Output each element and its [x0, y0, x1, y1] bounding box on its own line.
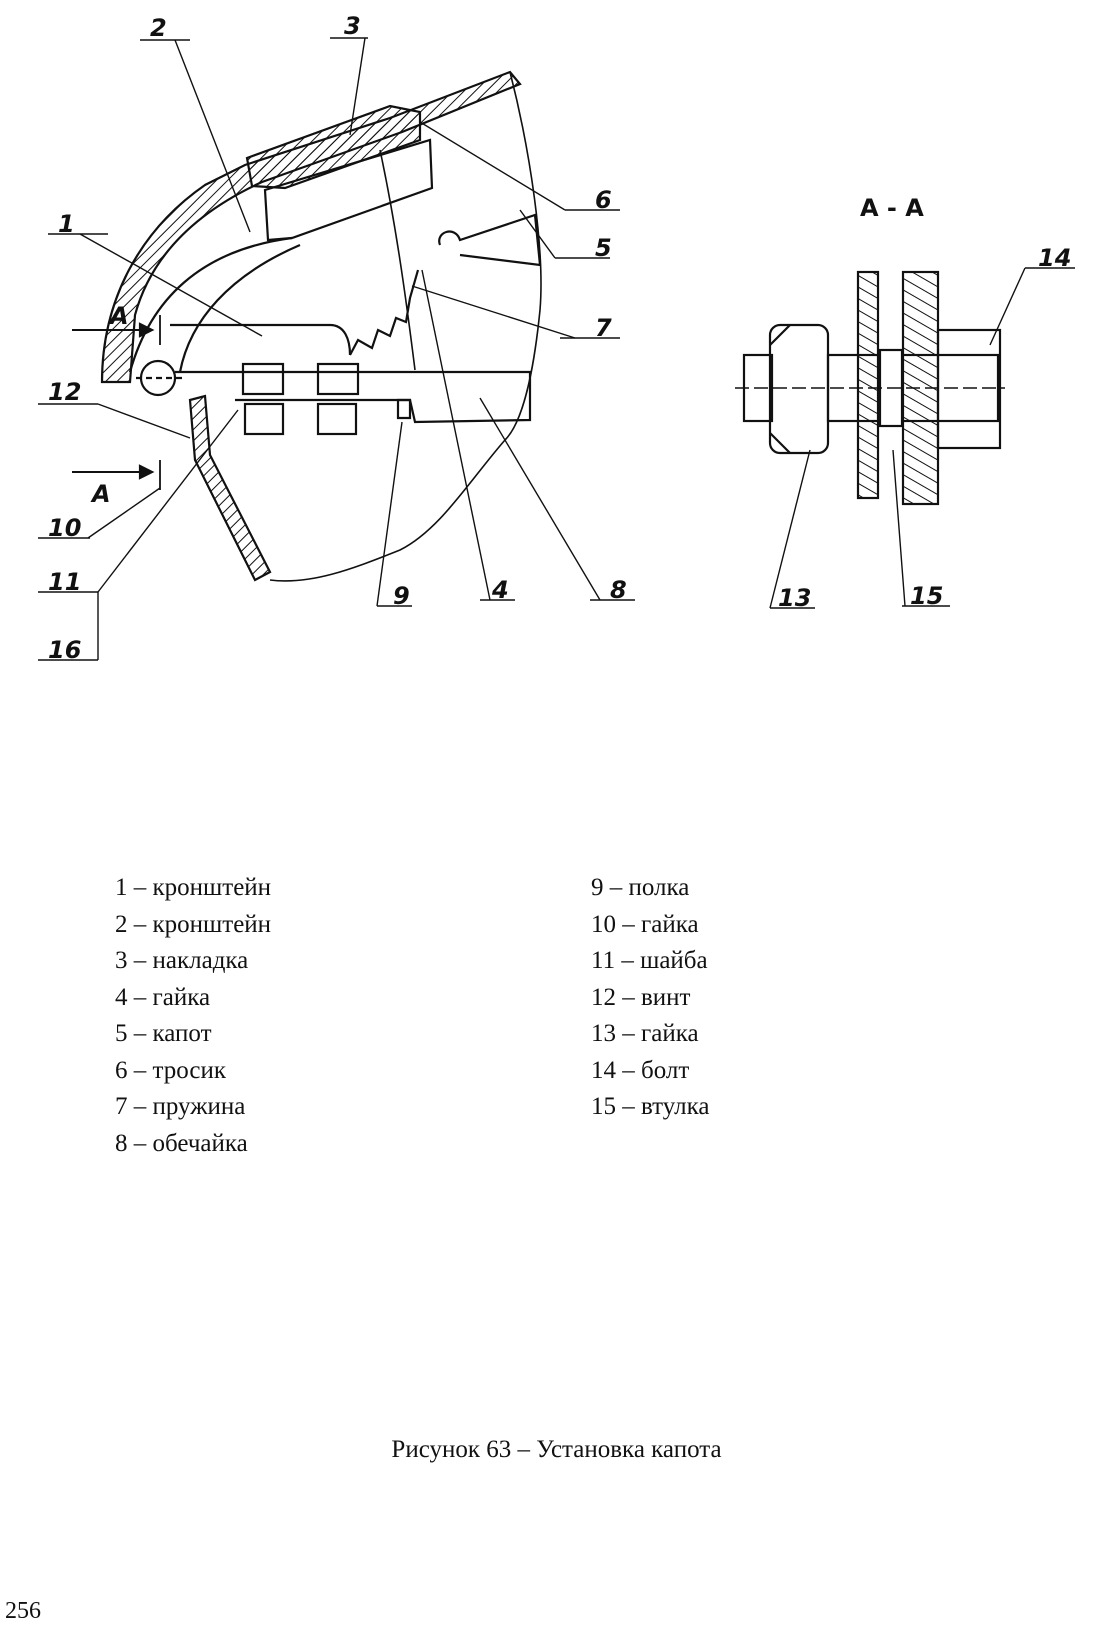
callout-16: 16 [48, 636, 81, 664]
legend-item: 1 – кронштейн [115, 874, 272, 901]
callout-14: 14 [1038, 244, 1071, 272]
legend-item: 5 – капот [115, 1020, 212, 1047]
legend-right-column: 9 – полка 10 – гайка 11 – шайба 12 – вин… [591, 870, 710, 1126]
callout-13: 13 [778, 584, 811, 612]
legend-item: 8 – обечайка [115, 1129, 248, 1157]
leader-lines [38, 37, 1075, 661]
legend-item: 15 – втулка [591, 1093, 710, 1120]
callout-8: 8 [610, 576, 627, 604]
cable-6 [379, 149, 416, 371]
legend-item: 6 – тросик [115, 1056, 226, 1084]
spring-7 [349, 269, 420, 356]
bracket-2 [263, 138, 434, 242]
plate-left [856, 270, 880, 500]
legend-item: 11 – шайба [591, 947, 708, 974]
legend-item: 12 – винт [591, 983, 691, 1011]
legend-item: 3 – накладка [115, 947, 249, 974]
callout-3: 3 [344, 12, 361, 40]
page-number: 256 [5, 1598, 41, 1624]
bolt-b [316, 362, 360, 396]
legend-item: 7 – пружина [115, 1093, 246, 1120]
bolt-a [241, 362, 285, 396]
section-marker-bottom: А [90, 480, 111, 508]
callout-7: 7 [595, 314, 612, 342]
callout-5: 5 [595, 234, 612, 262]
callout-1: 1 [58, 210, 75, 238]
callout-9: 9 [393, 582, 410, 610]
section-marker-top: А [108, 302, 129, 330]
callout-10: 10 [48, 514, 81, 542]
hood-hook [438, 213, 542, 267]
legend-item: 4 – гайка [115, 983, 211, 1011]
callout-2: 2 [150, 14, 167, 42]
legend-item: 2 – кронштейн [115, 910, 272, 938]
section-title: А - А [860, 194, 924, 222]
legend-left-column: 1 – кронштейн 2 – кронштейн 3 – накладка… [115, 870, 271, 1162]
section-a-a [735, 270, 1005, 506]
callout-4: 4 [491, 576, 509, 604]
hood-outline [269, 71, 542, 582]
bracket-arm [175, 370, 532, 424]
callout-6: 6 [595, 186, 612, 214]
bracket-1 [128, 236, 301, 373]
legend-item: 14 – болт [591, 1056, 690, 1084]
main-view [72, 70, 542, 582]
hood-shell [100, 70, 522, 384]
bolt-head-14 [936, 328, 1002, 450]
nut-b [316, 402, 358, 436]
washer-nut-13 [768, 323, 830, 455]
legend-item: 9 – полка [591, 874, 690, 901]
lower-shell [188, 394, 272, 582]
callout-15: 15 [910, 582, 943, 610]
pad-part [245, 104, 422, 190]
shelf-9 [396, 398, 412, 420]
figure-caption: Рисунок 63 – Установка капота [391, 1436, 722, 1463]
legend-item: 10 – гайка [591, 910, 699, 938]
callout-labels: 1 2 3 4 5 6 7 8 9 10 11 12 13 14 15 16 А… [48, 12, 1071, 664]
callout-12: 12 [48, 378, 81, 406]
callout-11: 11 [48, 568, 81, 596]
hood-installation-drawing: 1 2 3 4 5 6 7 8 9 10 11 12 13 14 15 16 А… [38, 12, 1075, 664]
nut-a [243, 402, 285, 436]
legend-item: 13 – гайка [591, 1020, 699, 1047]
